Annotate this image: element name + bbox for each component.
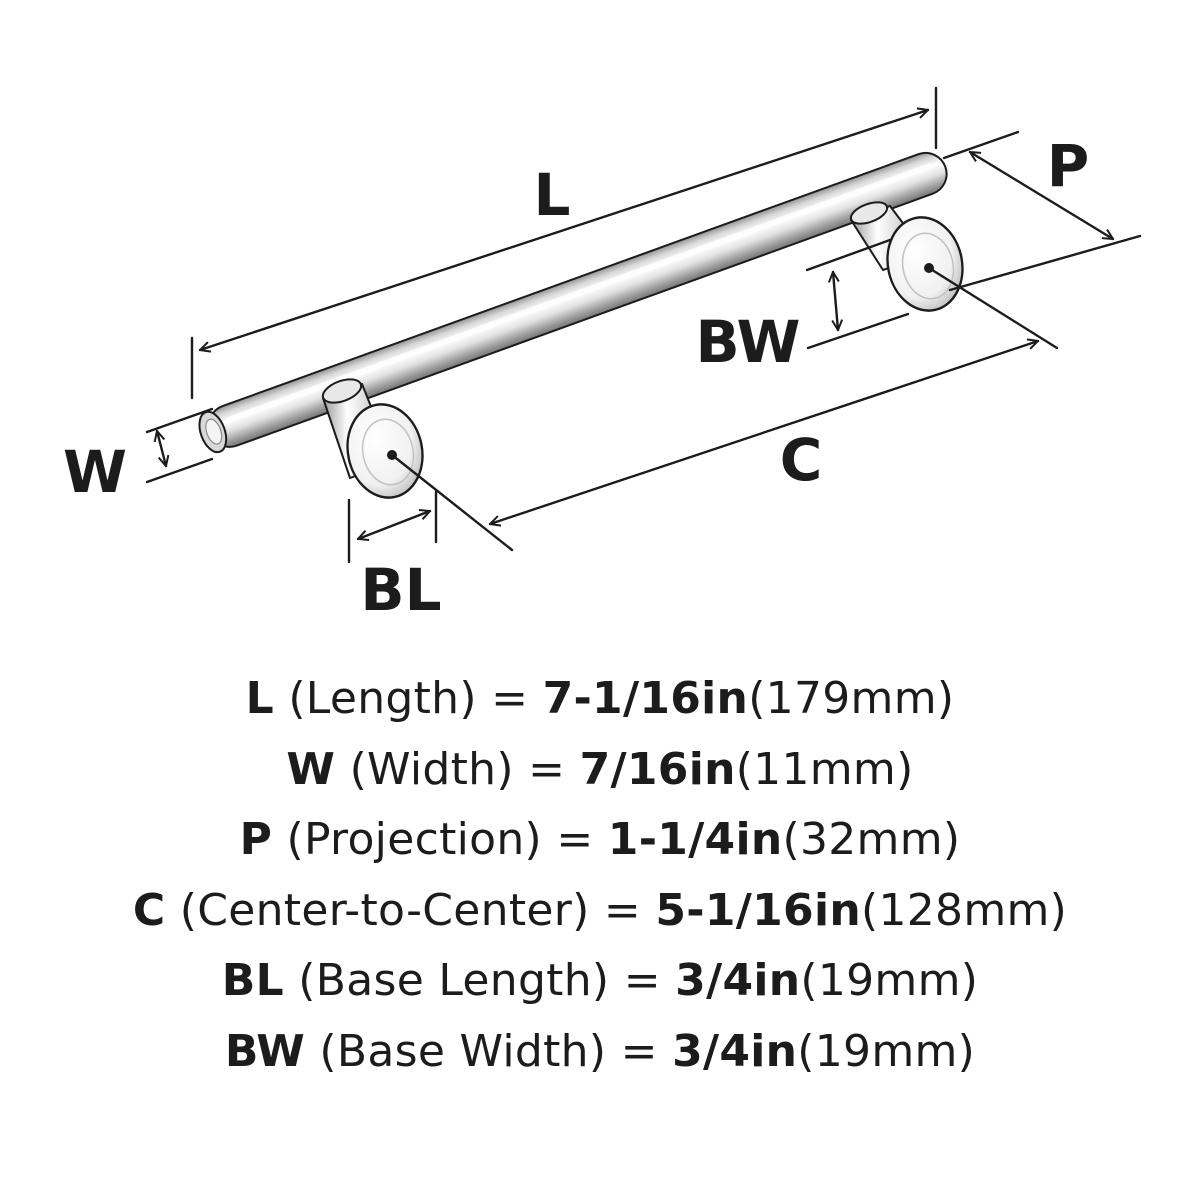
spec-name: (Projection) (286, 814, 543, 865)
spec-imperial: 7-1/16in (542, 673, 749, 724)
spec-width: W (Width) = 7/16in(11mm) (0, 735, 1200, 806)
spec-code: P (239, 814, 273, 865)
spec-equals: = (556, 814, 594, 865)
spec-code: C (132, 884, 166, 936)
spec-name: (Length) (288, 673, 477, 724)
spec-equals: = (528, 743, 566, 795)
spec-code: W (286, 743, 336, 795)
dimension-width (145, 407, 214, 484)
spec-imperial: 3/4in (675, 955, 801, 1006)
spec-metric: (128mm) (860, 884, 1068, 936)
spec-name: (Base Length) (298, 955, 610, 1006)
spec-name: (Center-to-Center) (179, 884, 590, 936)
label-l: L (534, 161, 571, 229)
label-bl: BL (360, 556, 441, 624)
label-w: W (63, 438, 127, 506)
spec-center-to-center: C (Center-to-Center) = 5-1/16in(128mm) (0, 876, 1200, 947)
dimension-center-to-center (390, 266, 1059, 552)
spec-metric: (11mm) (735, 743, 914, 795)
spec-name: (Width) (349, 743, 514, 795)
spec-base-width: BW (Base Width) = 3/4in(19mm) (0, 1017, 1200, 1088)
spec-equals: = (603, 884, 642, 936)
spec-metric: (32mm) (782, 814, 961, 865)
dimension-projection (942, 130, 1142, 292)
dimension-length (190, 86, 938, 400)
right-post (849, 201, 964, 312)
spec-equals: = (623, 955, 661, 1006)
spec-length: L (Length) = 7-1/16in(179mm) (0, 664, 1200, 735)
specification-list: L (Length) = 7-1/16in(179mm) W (Width) =… (0, 664, 1200, 1087)
left-post (321, 378, 424, 499)
label-bw: BW (695, 308, 800, 376)
spec-metric: (179mm) (748, 673, 955, 724)
spec-code: BL (221, 955, 284, 1006)
handle-bar (198, 151, 948, 454)
spec-imperial: 1-1/4in (607, 814, 783, 865)
spec-code: L (245, 673, 275, 724)
handle-dimension-diagram: L W P C BL BW (63, 86, 1142, 624)
spec-metric: (19mm) (797, 1025, 976, 1077)
spec-projection: P (Projection) = 1-1/4in(32mm) (0, 805, 1200, 876)
spec-equals: = (491, 673, 529, 724)
dimension-base-length (347, 490, 438, 564)
label-p: P (1047, 132, 1090, 200)
spec-equals: = (620, 1025, 658, 1077)
spec-imperial: 3/4in (672, 1025, 798, 1077)
spec-name: (Base Width) (319, 1025, 607, 1077)
spec-code: BW (224, 1025, 306, 1077)
spec-imperial: 5-1/16in (655, 884, 861, 936)
label-c: C (780, 426, 823, 494)
spec-base-length: BL (Base Length) = 3/4in(19mm) (0, 946, 1200, 1017)
bar-pull-handle (198, 151, 964, 499)
spec-imperial: 7/16in (579, 743, 736, 795)
spec-metric: (19mm) (800, 955, 979, 1006)
